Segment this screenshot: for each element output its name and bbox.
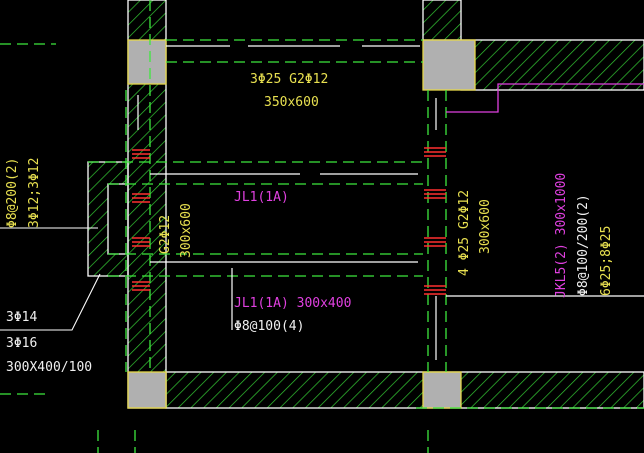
beam-center-lines: [137, 45, 644, 360]
left-note-2[interactable]: 3Φ16: [6, 336, 37, 351]
right-beam-size-label[interactable]: 300x600: [478, 199, 493, 254]
magenta-lines: [446, 83, 644, 113]
column-top-left: [127, 39, 167, 85]
column-top-right: [422, 39, 476, 91]
wall-right-vertical-upper: [422, 0, 462, 41]
top-beam-reinf-label[interactable]: 3Φ25 G2Φ12: [250, 72, 328, 87]
columns: [127, 39, 476, 409]
wall-bottom-horizontal: [165, 371, 644, 409]
left-reinf-vertical-label[interactable]: 3Φ12;3Φ12: [27, 158, 42, 228]
left-beam-reinf-label[interactable]: G2Φ12: [158, 215, 173, 254]
right-beam-reinf-label[interactable]: 4 Φ25 G2Φ12: [457, 190, 472, 276]
column-bottom-right: [422, 371, 462, 409]
jkl5-reinf-label[interactable]: 6Φ25;8Φ25: [599, 226, 614, 296]
annotations: 3Φ25 G2Φ12 350x600 JL1(1A) G2Φ12 300x600…: [5, 72, 614, 375]
jl1-center-label[interactable]: JL1(1A): [234, 190, 289, 205]
wall-left-pier: [87, 161, 129, 277]
left-note-3[interactable]: 300X400/100: [6, 360, 92, 375]
jkl5-stirrup-label[interactable]: Φ8@100/200(2): [576, 194, 591, 296]
jl1-stirrup-label[interactable]: Φ8@100(4): [234, 319, 304, 334]
wall-top-right-horizontal: [460, 39, 644, 91]
column-bottom-left: [127, 371, 167, 409]
leader-lines: [0, 227, 101, 331]
left-stirrup-vertical-label[interactable]: Φ8@200(2): [5, 158, 20, 228]
left-note-1[interactable]: 3Φ14: [6, 310, 37, 325]
left-beam-size-label[interactable]: 300x600: [179, 203, 194, 258]
top-beam-size-label[interactable]: 350x600: [264, 95, 319, 110]
jl1-bottom-label[interactable]: JL1(1A) 300x400: [234, 296, 351, 311]
rebar-marks: [132, 147, 446, 295]
jkl5-label[interactable]: JKL5(2) 300x1000: [554, 173, 569, 298]
